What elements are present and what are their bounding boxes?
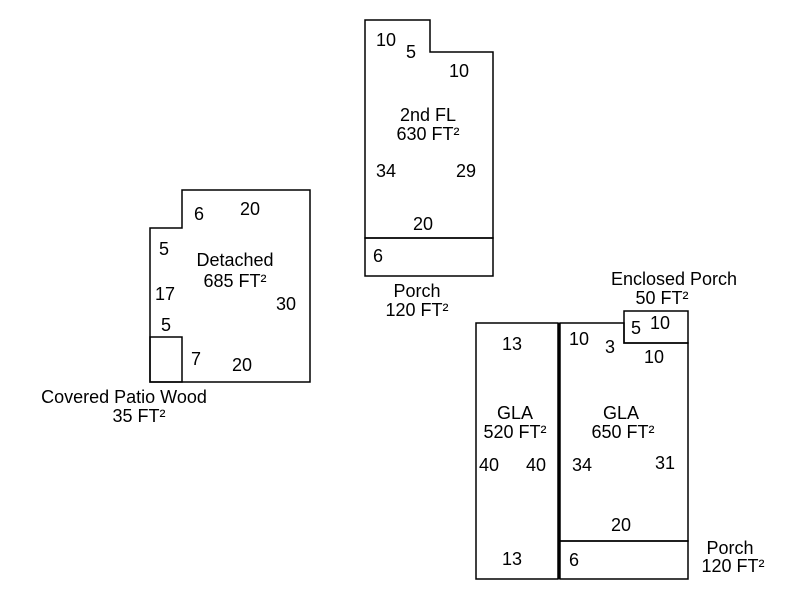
dimension: 10 [376, 30, 396, 50]
dimension: 5 [159, 239, 169, 259]
gla-left-area: 13 GLA 520 FT² 40 40 13 [475, 322, 559, 580]
area-size: 120 FT² [701, 556, 764, 576]
dimension: 30 [276, 294, 296, 314]
dimension: 40 [526, 455, 546, 475]
dimension: 6 [569, 550, 579, 570]
dimension: 20 [413, 214, 433, 234]
dimension: 20 [240, 199, 260, 219]
dimension: 31 [655, 453, 675, 473]
dimension: 20 [232, 355, 252, 375]
area-size: 50 FT² [635, 288, 688, 308]
dimension: 5 [161, 315, 171, 335]
enclosed-porch-outline [623, 310, 689, 344]
covered-patio-area: Covered Patio Wood 35 FT² [41, 336, 207, 426]
dimension: 29 [456, 161, 476, 181]
second-floor-area: 10 5 10 2nd FL 630 FT² 34 29 20 [364, 19, 494, 239]
dimension: 6 [194, 204, 204, 224]
area-size: 685 FT² [203, 271, 266, 291]
area-size: 520 FT² [483, 422, 546, 442]
covered-patio-outline [149, 336, 183, 383]
dimension: 5 [631, 318, 641, 338]
dimension: 10 [449, 61, 469, 81]
area-name: Detached [196, 250, 273, 270]
porch-outline [364, 237, 494, 277]
area-size: 35 FT² [112, 406, 165, 426]
dimension: 6 [373, 246, 383, 266]
area-name: Enclosed Porch [611, 269, 737, 289]
dimension: 34 [376, 161, 396, 181]
porch-outline [559, 540, 689, 580]
porch-top-area: 6 Porch 120 FT² [364, 237, 494, 320]
area-name: Porch [393, 281, 440, 301]
porch-bottom-area: 6 Porch 120 FT² [559, 538, 765, 580]
dimension: 10 [569, 329, 589, 349]
dimension: 34 [572, 455, 592, 475]
dimension: 20 [611, 515, 631, 535]
area-name: GLA [603, 403, 639, 423]
dimension: 13 [502, 334, 522, 354]
detached-area: 6 20 5 Detached 685 FT² 17 30 5 7 20 [149, 189, 311, 383]
dimension: 17 [155, 284, 175, 304]
area-size: 630 FT² [396, 124, 459, 144]
area-name: GLA [497, 403, 533, 423]
area-name: Covered Patio Wood [41, 387, 207, 407]
dimension: 10 [644, 347, 664, 367]
gla-left-outline [475, 322, 559, 580]
dimension: 10 [650, 313, 670, 333]
dimension: 13 [502, 549, 522, 569]
area-name: 2nd FL [400, 105, 456, 125]
area-size: 120 FT² [385, 300, 448, 320]
enclosed-porch-area: 5 10 Enclosed Porch 50 FT² [611, 269, 737, 344]
dimension: 5 [406, 42, 416, 62]
dimension: 40 [479, 455, 499, 475]
area-name: Porch [706, 538, 753, 558]
dimension: 7 [191, 349, 201, 369]
dimension: 3 [605, 337, 615, 357]
area-size: 650 FT² [591, 422, 654, 442]
